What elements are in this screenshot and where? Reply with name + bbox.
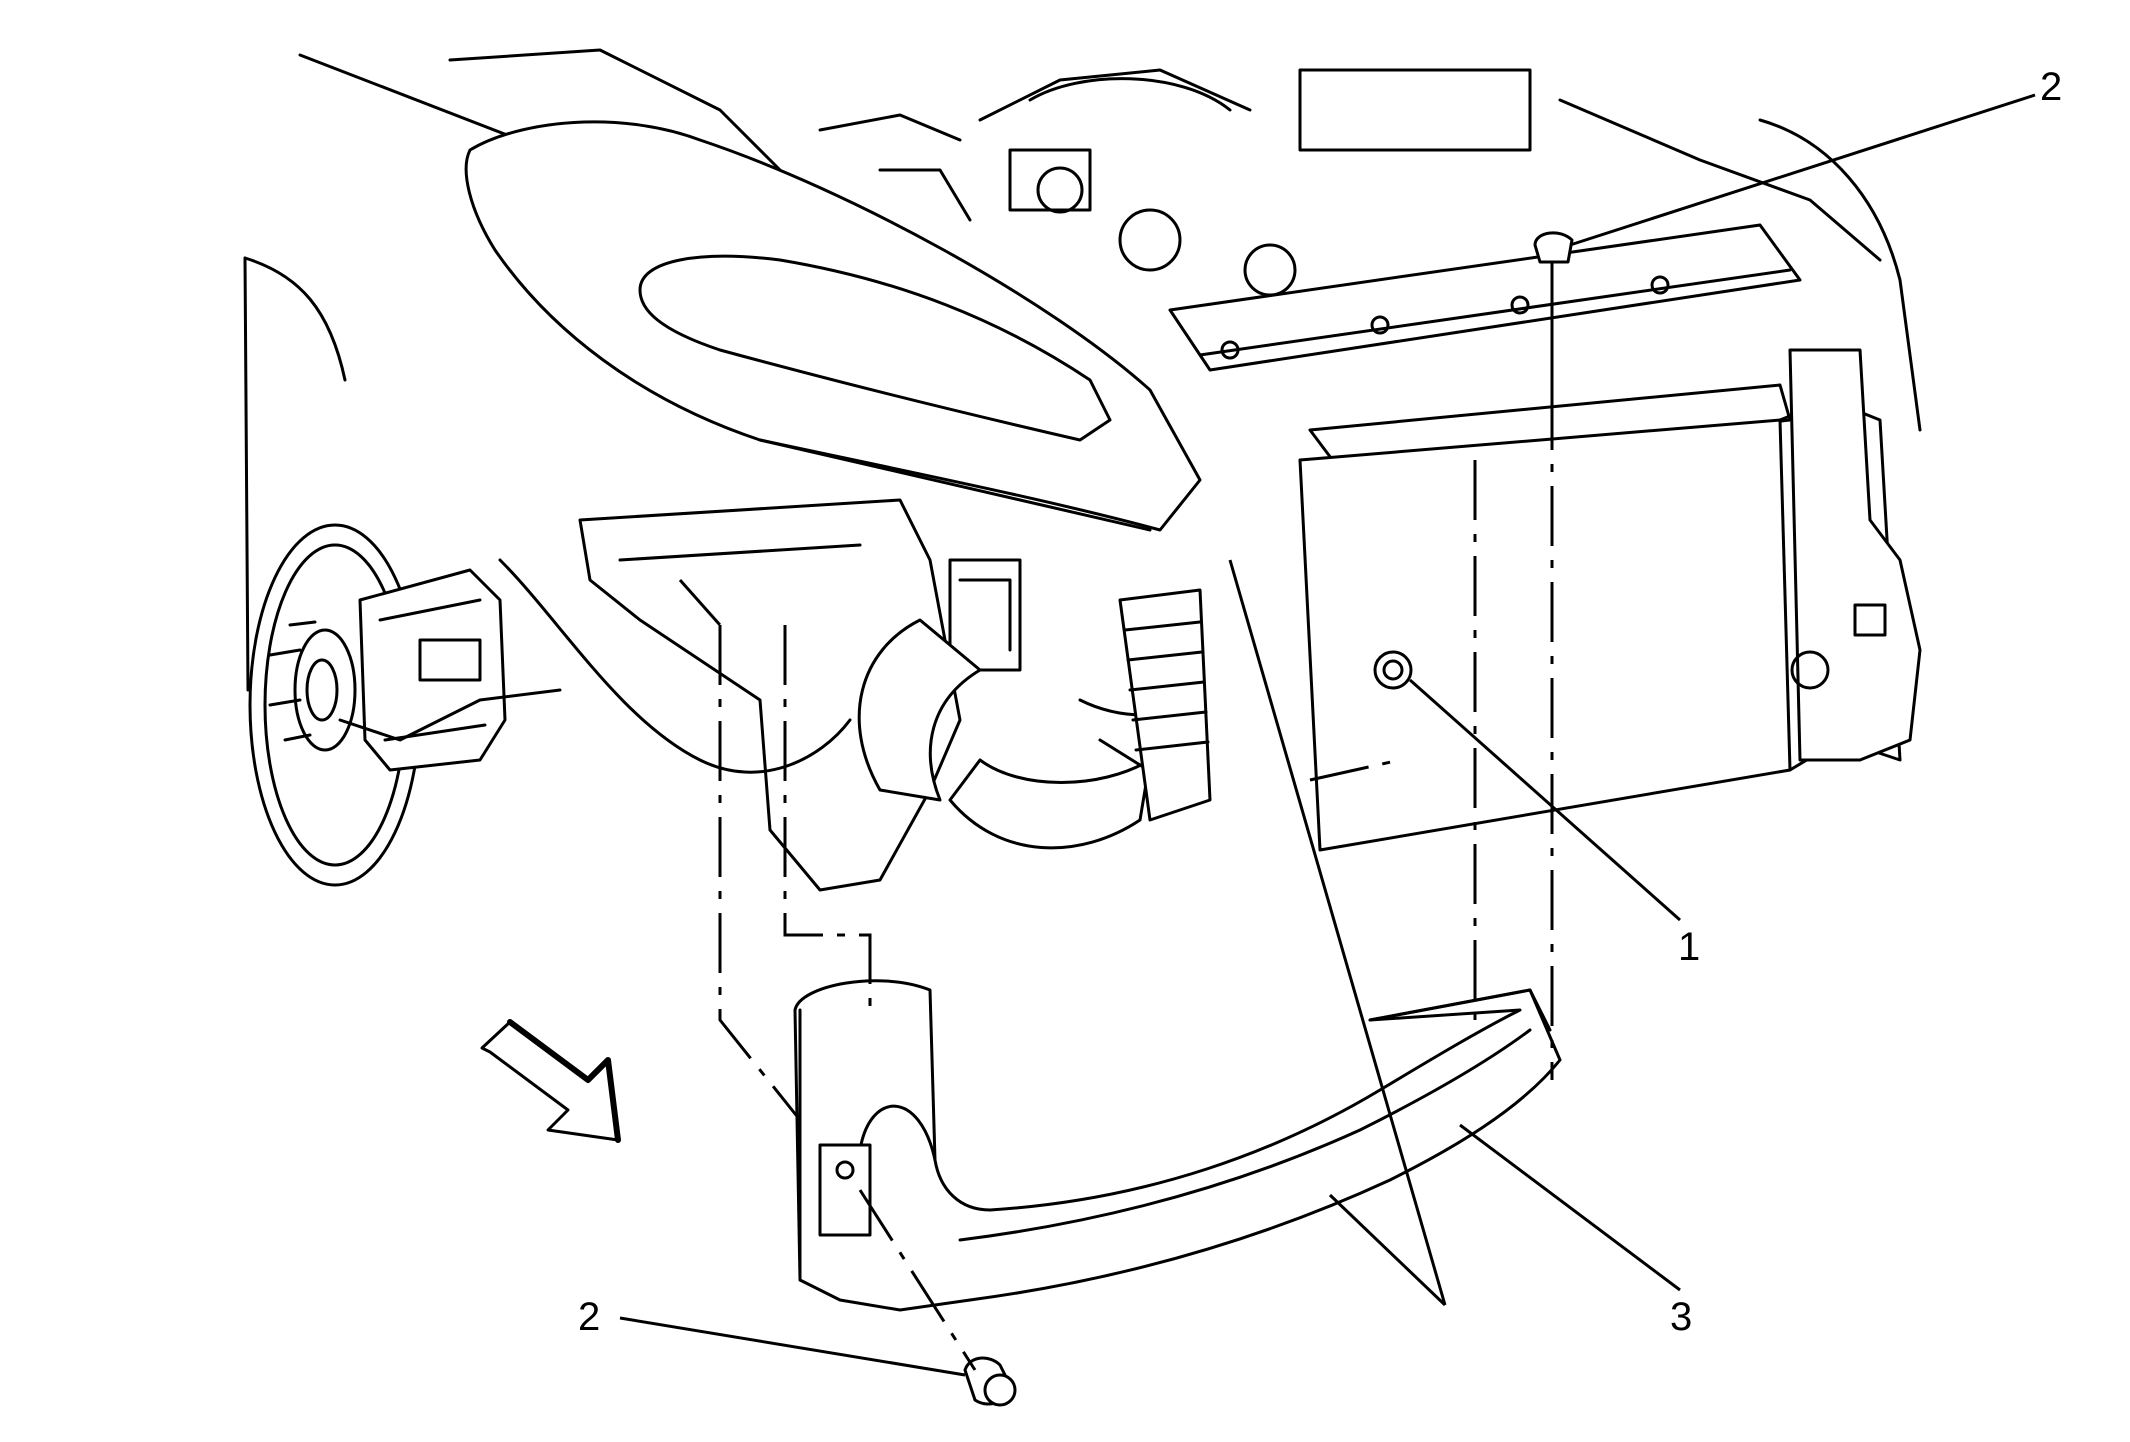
arrow-icon (480, 1019, 621, 1143)
coolant-hose (857, 618, 1202, 850)
brake-caliper (358, 568, 507, 772)
headlamp-assembly (464, 120, 1202, 532)
air-deflector (793, 979, 1562, 1312)
bottom-push-pin-icon (963, 1356, 1017, 1407)
leader-lines (619, 93, 2036, 1377)
callout-2-bottom: 2 (578, 1295, 600, 1339)
callout-3: 3 (1670, 1295, 1692, 1339)
fastener-icon (1373, 650, 1413, 690)
shroud-bracket (1788, 348, 1922, 762)
fender-outline (243, 53, 522, 692)
alignment-lines (678, 390, 1554, 1371)
wiring-harness (338, 558, 852, 774)
engine-components (448, 48, 1922, 432)
callout-1: 1 (1678, 925, 1700, 969)
bellows-boot (1118, 588, 1212, 822)
push-pin-icon (1533, 231, 1574, 392)
lower-frame (578, 498, 1022, 892)
callout-2-top: 2 (2040, 65, 2062, 109)
